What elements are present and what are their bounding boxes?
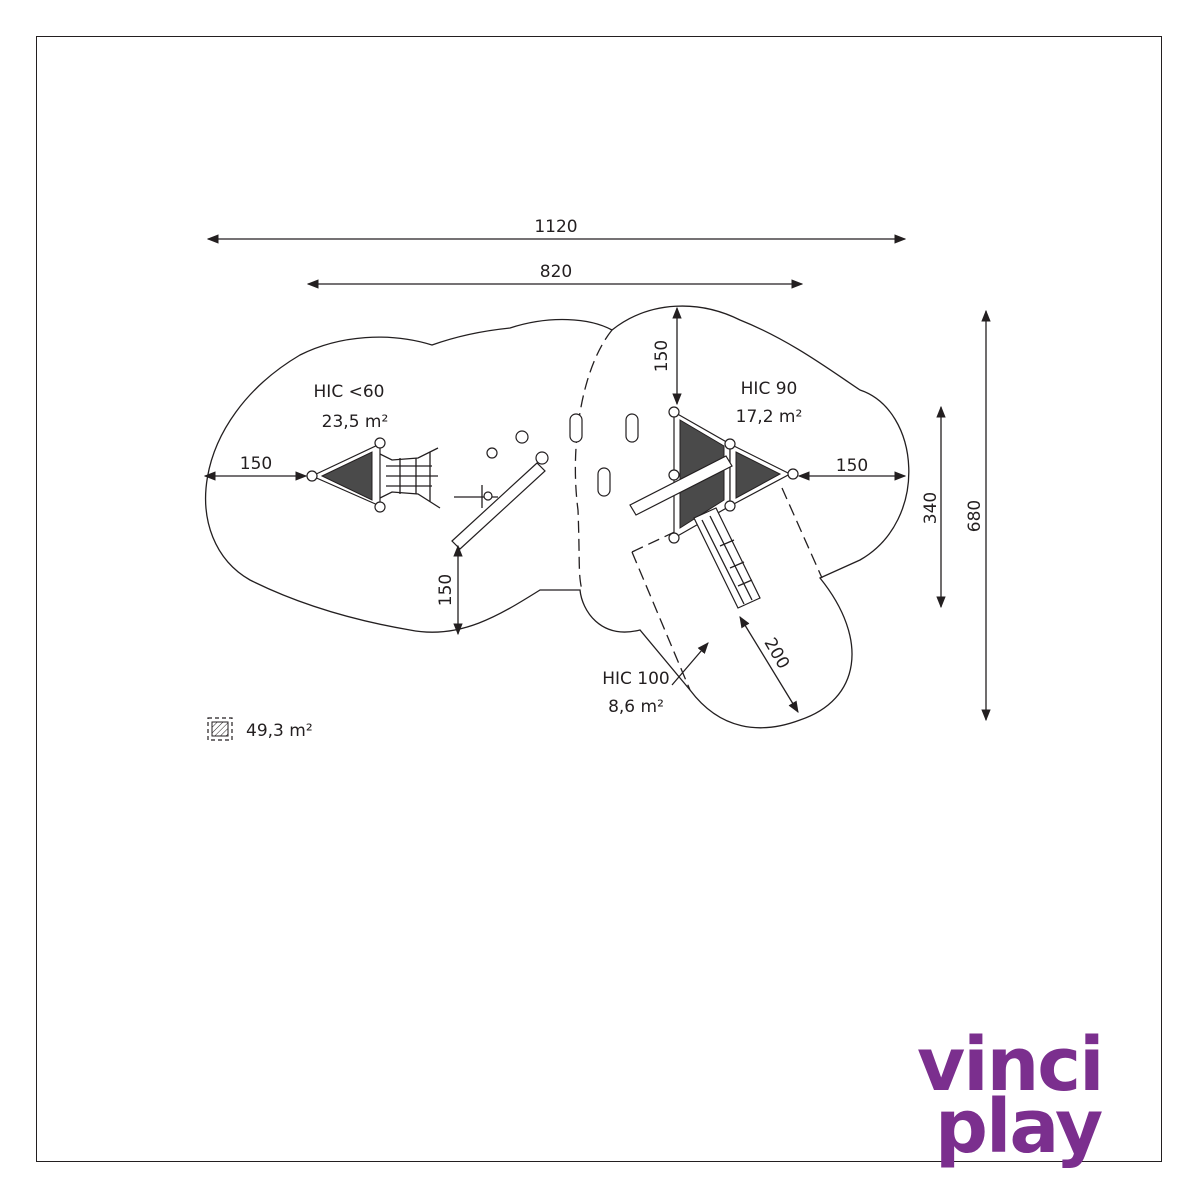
vinciplay-logo: vinci play <box>917 1022 1105 1170</box>
dim-top-clearance: 150 <box>652 340 672 372</box>
dim-right-clearance: 150 <box>836 456 868 476</box>
stepping-posts <box>569 413 639 497</box>
dim-slide-runout: 200 <box>760 634 794 672</box>
dim-bottom-clearance: 150 <box>436 574 456 606</box>
dim-inner-width: 820 <box>540 262 572 282</box>
zone-slide-hic: HIC 100 <box>602 669 670 689</box>
zone-slide-area: 8,6 m² <box>608 697 664 717</box>
legend-hatch-icon <box>207 717 233 741</box>
zone-left-area: 23,5 m² <box>322 412 389 432</box>
balance-elements <box>451 430 549 550</box>
safety-zone-outline <box>204 305 910 729</box>
dim-half-depth: 340 <box>921 492 941 524</box>
dimension-lines <box>203 234 991 722</box>
zone-left-hic: HIC <60 <box>314 382 385 402</box>
logo-line1: vinci <box>917 1022 1103 1108</box>
legend-total-area: 49,3 m² <box>246 721 313 741</box>
zone-boundary-left <box>574 329 613 591</box>
zone-right-hic: HIC 90 <box>741 379 798 399</box>
drawing-frame <box>36 36 1162 1162</box>
dim-total-depth: 680 <box>965 500 985 532</box>
zone-right-area: 17,2 m² <box>736 407 803 427</box>
zone-boundary-slide-bottom <box>631 551 691 691</box>
dim-total-width: 1120 <box>534 217 577 237</box>
left-climbing-unit <box>306 437 441 513</box>
dim-left-clearance: 150 <box>240 454 272 474</box>
logo-line2: play <box>935 1084 1102 1170</box>
zone-boundary-slide-right <box>781 487 823 579</box>
right-tower-unit <box>629 406 799 609</box>
